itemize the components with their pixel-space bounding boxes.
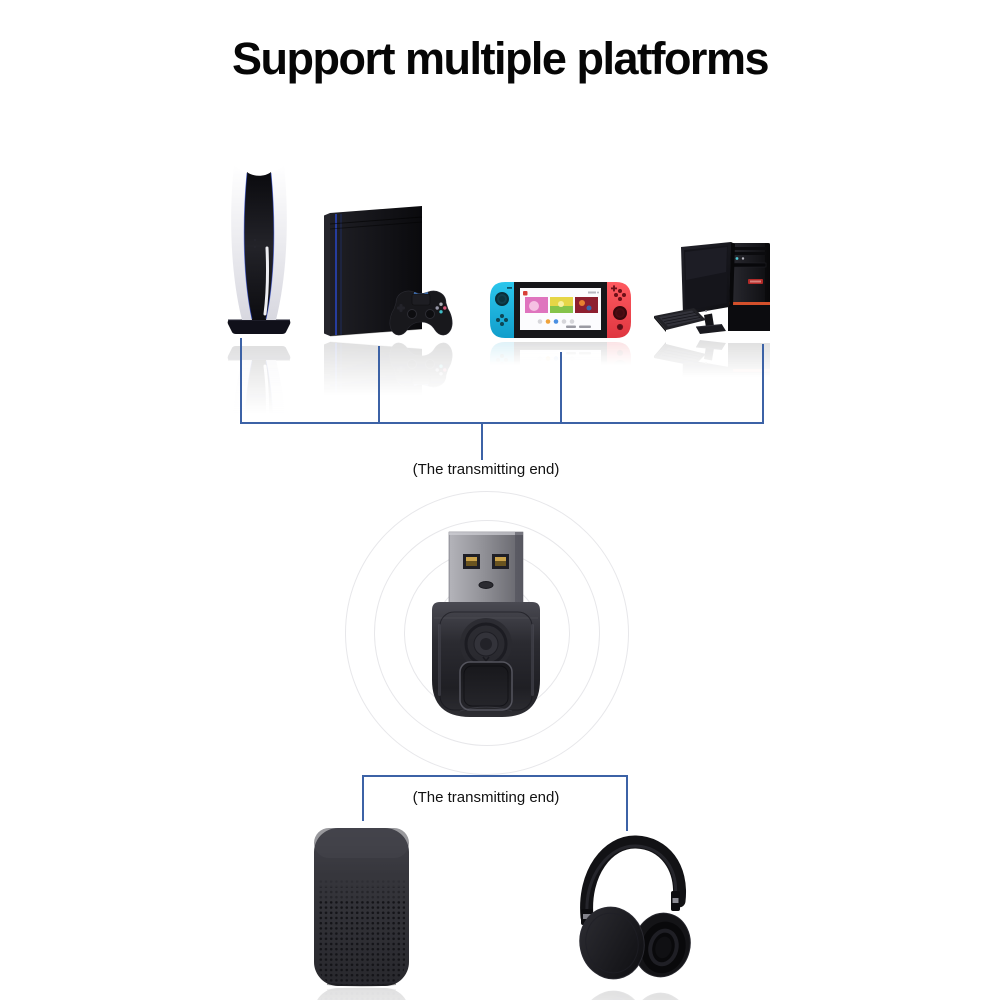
speaker-art-reflection [314,987,409,1000]
usb-adapter-art [432,531,540,717]
connector-line-headphones [626,777,628,831]
wireless-headphones [568,829,694,1000]
desktop-pc-art [654,242,770,334]
dualshock-controller [389,290,453,336]
speaker-art [314,828,409,987]
ps4-console [324,203,456,472]
connector-line-ps5 [240,338,242,424]
nintendo-switch-art [490,282,631,338]
page-title: Support multiple platforms [231,33,770,84]
ps4-console-art-reflection [324,341,453,472]
usb-bluetooth-adapter [430,528,542,720]
ps5-console-art [227,165,291,334]
radio-wave-ring-4 [345,491,629,775]
nintendo-switch-art-reflection [490,342,631,398]
desktop-pc [651,240,778,432]
connector-bus-lower [362,775,628,777]
ps5-console [221,162,297,515]
connector-line-speaker [362,777,364,821]
wireless-speaker [313,827,410,1000]
ps4-console-art [324,206,453,337]
upper-connector-label: (The transmitting end) [412,461,560,478]
headphones-art-reflection [579,990,691,1000]
lower-connector-label: (The transmitting end) [412,789,560,806]
nintendo-switch [487,280,634,398]
headphones-art [579,835,691,980]
dualshock-controller [389,342,453,388]
connector-bus-upper [240,422,764,424]
connector-line-ps4 [378,346,380,424]
desktop-pc-art-reflection [654,340,770,432]
connector-drop-upper [481,424,483,460]
ps5-console-art-reflection [227,346,291,515]
connector-line-switch [560,352,562,424]
connector-line-pc [762,344,764,424]
